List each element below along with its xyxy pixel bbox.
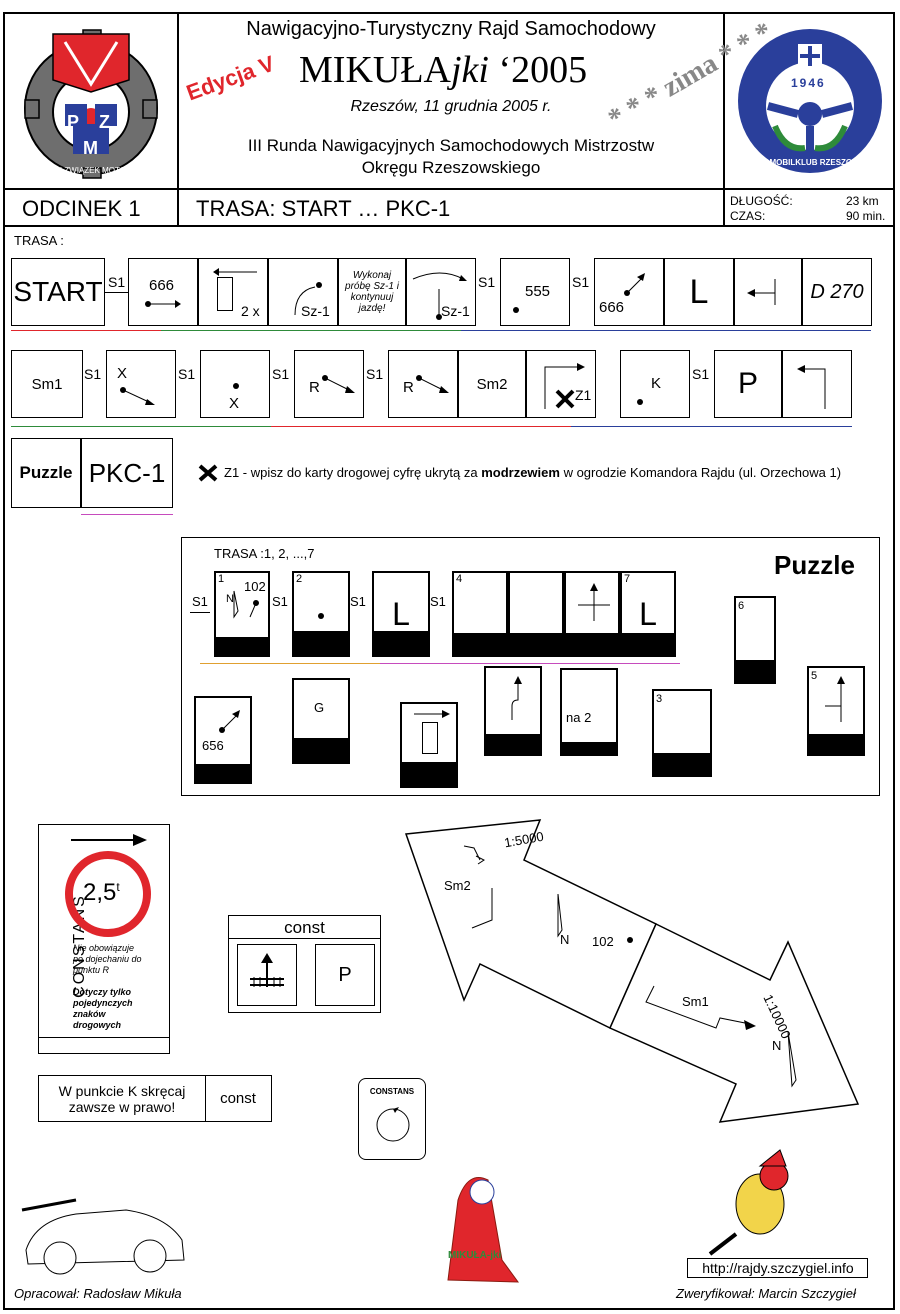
section-route: TRASA: START … PKC-1 bbox=[196, 196, 451, 221]
s1-label: S1 bbox=[108, 274, 126, 290]
logo-ring-text: AUTOMOBILKLUB RZESZOWSKI bbox=[746, 158, 874, 167]
constans-small-sign: CONSTANS bbox=[358, 1078, 426, 1160]
puzzle-piece-5: 5 bbox=[807, 666, 865, 756]
event-name: MIKUŁAjki ‘2005 bbox=[299, 49, 588, 91]
sz1-cell-2: Sz-1 bbox=[406, 258, 476, 326]
puzzle-piece-junction bbox=[564, 571, 620, 657]
roundabout-icon bbox=[376, 1107, 410, 1142]
cell-d270: D 270 bbox=[802, 258, 872, 326]
puzzle-box: Puzzle TRASA :1, 2, ...,7 S1 1 N 102 S1 … bbox=[181, 537, 880, 796]
const-box: const P bbox=[228, 915, 381, 1013]
right-turn-cell bbox=[782, 350, 852, 418]
header-line1: Nawigacyjno-Turystyczny Rajd Samochodowy bbox=[246, 18, 656, 40]
p-cell: P bbox=[714, 350, 782, 418]
logo-year: 1946 bbox=[791, 76, 826, 90]
constans-sign: CONSTANS 2,5t Nie obowiązuje po dojechan… bbox=[38, 824, 170, 1054]
puzzle-piece-lights bbox=[400, 702, 458, 788]
z1-cell: Z1 bbox=[526, 350, 596, 418]
r-cell-1: R bbox=[294, 350, 364, 418]
puzzle-piece-na2: na 2 bbox=[560, 668, 618, 756]
url-box[interactable]: http://rajdy.szczygiel.info bbox=[687, 1258, 868, 1278]
route-row-2: Sm1 S1 X S1 X S1 R S1 R Sm2 Z1 K S1 P bbox=[0, 342, 900, 432]
header: P Z M POLSKI ZWIĄZEK MOTOROWY Nawigacyjn… bbox=[3, 12, 895, 190]
puzzle-piece-4: 4 bbox=[452, 571, 508, 657]
puzzle-piece-L: L bbox=[372, 571, 430, 657]
length-value: 23 km bbox=[846, 194, 879, 208]
cell-left-turn bbox=[734, 258, 802, 326]
cell-666: 666 bbox=[128, 258, 198, 326]
puzzle-piece-2: 2 bbox=[292, 571, 350, 657]
puzzle-piece-656: 656 bbox=[194, 696, 252, 784]
pzm-letter-p: P bbox=[67, 112, 80, 132]
time-label: CZAS: bbox=[730, 209, 766, 223]
sm1-cell: Sm1 bbox=[11, 350, 83, 418]
pzm-ring-text: POLSKI ZWIĄZEK MOTOROWY bbox=[33, 166, 151, 175]
puzzle-piece-turn bbox=[484, 666, 542, 756]
puzzle-piece-4b bbox=[508, 571, 564, 657]
traffic-light-cell: 2 x bbox=[198, 258, 268, 326]
sm2-cell: Sm2 bbox=[458, 350, 526, 418]
pkc-cell: PKC-1 bbox=[81, 438, 173, 508]
trasa-label: TRASA : bbox=[14, 233, 64, 248]
pzm-letter-m: M bbox=[83, 138, 98, 158]
p-box: P bbox=[315, 944, 375, 1006]
puzzle-piece-g: G bbox=[292, 678, 350, 764]
page-frame bbox=[3, 12, 895, 1310]
sz1-cell-1: Sz-1 bbox=[268, 258, 338, 326]
pzm-letter-z: Z bbox=[99, 112, 110, 132]
puzzle-cell: Puzzle bbox=[11, 438, 81, 508]
mikula-logo: MIKUŁA-jki bbox=[428, 1160, 528, 1286]
footer-verifier: Zweryfikował: Marcin Szczygieł bbox=[676, 1286, 856, 1301]
puzzle-piece-1: 1 N 102 bbox=[214, 571, 270, 657]
puzzle-piece-3: 3 bbox=[652, 689, 712, 777]
car-drawing bbox=[16, 1190, 192, 1278]
time-value: 90 min. bbox=[846, 209, 886, 223]
date-place: Rzeszów, 11 grudnia 2005 r. bbox=[350, 98, 552, 115]
puzzle-trasa: TRASA :1, 2, ...,7 bbox=[214, 546, 315, 561]
puzzle-title: Puzzle bbox=[774, 550, 855, 580]
goldfinch-drawing bbox=[706, 1148, 816, 1258]
pzm-logo: P Z M POLSKI ZWIĄZEK MOTOROWY bbox=[13, 20, 173, 180]
k-cell: K bbox=[620, 350, 690, 418]
map-arrow: 1:5000 1:10000 Sm2 N 102 Sm1 N bbox=[400, 819, 870, 1125]
weight-value: 2,5t bbox=[83, 879, 120, 906]
round-line2: Okręgu Rzeszowskiego bbox=[361, 158, 541, 177]
automobilklub-logo: 1946 AUTOMOBILKLUB RZESZOWSKI bbox=[735, 26, 885, 176]
route-row-1: START S1 666 2 x Sz-1 Wykonaj próbę Sz-1… bbox=[0, 250, 900, 340]
round-line1: III Runda Nawigacyjnych Samochodowych Mi… bbox=[247, 136, 655, 155]
weight-limit-icon bbox=[65, 851, 151, 937]
cell-666-b: 666 bbox=[594, 258, 664, 326]
z1-instruction: Z1 - wpisz do karty drogowej cyfrę ukryt… bbox=[224, 465, 842, 480]
puzzle-piece-6: 6 bbox=[734, 596, 776, 684]
section-title: ODCINEK 1 bbox=[22, 196, 141, 221]
k-rule-box: W punkcie K skręcaj zawsze w prawo! cons… bbox=[38, 1075, 272, 1122]
footer-author: Opracował: Radosław Mikuła bbox=[14, 1286, 182, 1301]
start-cell: START bbox=[11, 258, 105, 326]
r-cell-2: R bbox=[388, 350, 458, 418]
railway-cell bbox=[237, 944, 297, 1006]
cell-L: L bbox=[664, 258, 734, 326]
note-cell: Wykonaj próbę Sz-1 i kontynuuj jazdę! bbox=[338, 258, 406, 326]
puzzle-piece-7: 7 L bbox=[620, 571, 676, 657]
x-cell-2: X bbox=[200, 350, 270, 418]
length-label: DŁUGOŚĆ: bbox=[730, 194, 793, 208]
z1-marker-icon bbox=[198, 464, 218, 482]
cell-555: 555 bbox=[500, 258, 570, 326]
x-cell-1: X bbox=[106, 350, 176, 418]
